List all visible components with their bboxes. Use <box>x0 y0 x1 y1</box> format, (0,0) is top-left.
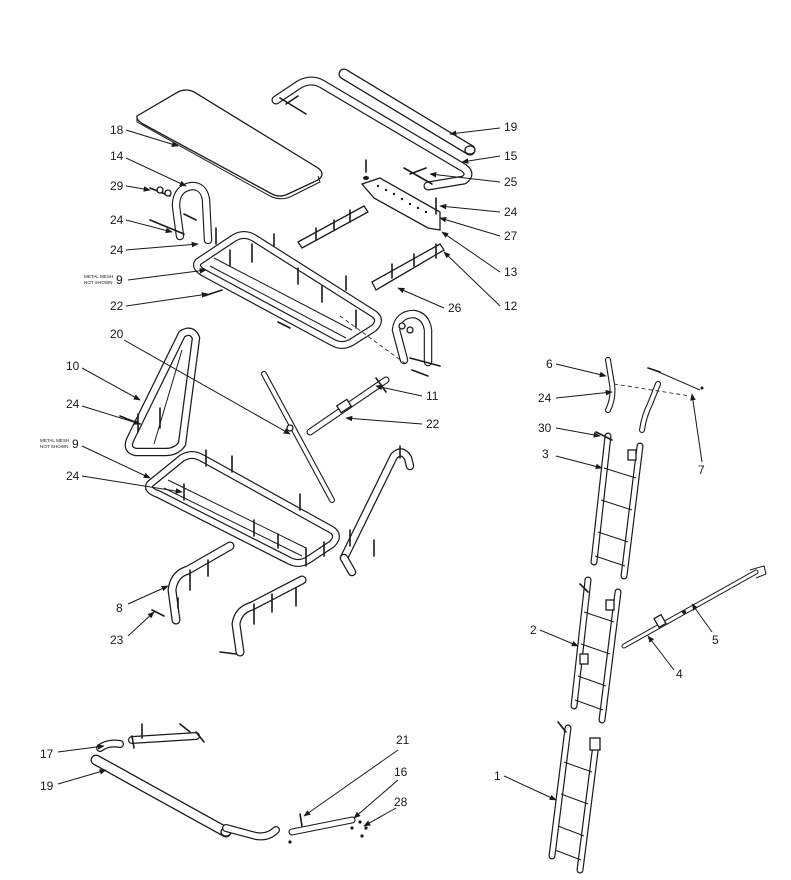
callout-28: 28 <box>394 795 408 809</box>
callout-24: 24 <box>110 213 124 227</box>
lower-frame-bolts <box>183 449 325 567</box>
upper-mesh-note-line1: METAL MESH <box>84 274 113 279</box>
lower-mesh-note-line1: METAL MESH <box>40 438 69 443</box>
callout-2: 2 <box>530 623 537 637</box>
callout-24: 24 <box>66 397 80 411</box>
callout-11: 11 <box>426 389 439 403</box>
callout-27: 27 <box>504 229 518 243</box>
left-seat-arm-part <box>149 181 213 245</box>
center-strut-part <box>306 376 390 436</box>
middle-ladder-section-part <box>570 576 622 724</box>
top-long-tube-part <box>338 68 476 156</box>
leader-lines <box>57 127 713 827</box>
upper-mesh-note-line2: NOT SHOWN <box>84 280 113 285</box>
top-ladder-section-part <box>590 431 644 580</box>
callout-23: 23 <box>110 633 124 647</box>
callout-14: 14 <box>110 149 124 163</box>
callout-24: 24 <box>110 243 124 257</box>
callout-24: 24 <box>538 391 552 405</box>
callout-16: 16 <box>394 765 408 779</box>
callout-15: 15 <box>504 149 518 163</box>
callout-24: 24 <box>66 469 80 483</box>
callout-9: 9 <box>116 273 123 287</box>
callout-10: 10 <box>66 359 80 373</box>
diagonal-brace-part <box>261 371 335 503</box>
callout-21: 21 <box>396 733 410 747</box>
bottom-short-bar-part <box>96 723 205 752</box>
callout-22: 22 <box>110 299 124 313</box>
ladder-rod-part <box>621 565 767 649</box>
callout-18: 18 <box>110 123 124 137</box>
callout-1: 1 <box>494 769 501 783</box>
callout-29: 29 <box>110 179 124 193</box>
callout-labels: 18 14 29 24 24 9 22 19 15 25 24 27 13 12… <box>40 120 719 809</box>
left-leg-bracket-part <box>151 541 235 625</box>
callout-30: 30 <box>538 421 552 435</box>
callout-5: 5 <box>712 633 719 647</box>
callout-3: 3 <box>542 447 549 461</box>
callout-26: 26 <box>448 301 462 315</box>
callout-9: 9 <box>72 437 79 451</box>
callout-24: 24 <box>504 205 518 219</box>
seat-cushion-part <box>136 89 323 200</box>
bottom-ladder-section-part <box>548 721 601 874</box>
right-leg-bracket-part <box>219 575 307 657</box>
right-side-frame-part <box>339 445 415 577</box>
callout-19: 19 <box>40 779 54 793</box>
bottom-right-bar-part <box>288 813 368 844</box>
callout-20: 20 <box>110 327 124 341</box>
callout-6: 6 <box>546 357 553 371</box>
callout-22: 22 <box>426 417 440 431</box>
callout-17: 17 <box>40 747 54 761</box>
bottom-long-tube-part <box>90 754 280 841</box>
right-rail-bracket-part <box>297 159 445 291</box>
callout-25: 25 <box>504 175 518 189</box>
ladder-hook-brackets-part <box>605 357 704 433</box>
rail-holes <box>376 184 428 214</box>
top-hook-bar-part <box>271 76 473 191</box>
callout-19: 19 <box>504 120 518 134</box>
callout-7: 7 <box>698 463 705 477</box>
mesh-notes: METAL MESH NOT SHOWN METAL MESH NOT SHOW… <box>40 274 113 449</box>
callout-12: 12 <box>504 299 518 313</box>
lower-base-frame-part <box>145 449 340 567</box>
callout-13: 13 <box>504 265 518 279</box>
lower-mesh-note-line2: NOT SHOWN <box>40 444 69 449</box>
callout-4: 4 <box>676 667 683 681</box>
left-side-frame-part <box>119 327 201 457</box>
callout-8: 8 <box>116 601 123 615</box>
right-seat-arm-part <box>339 309 441 377</box>
upper-seat-frame-part <box>193 227 382 349</box>
